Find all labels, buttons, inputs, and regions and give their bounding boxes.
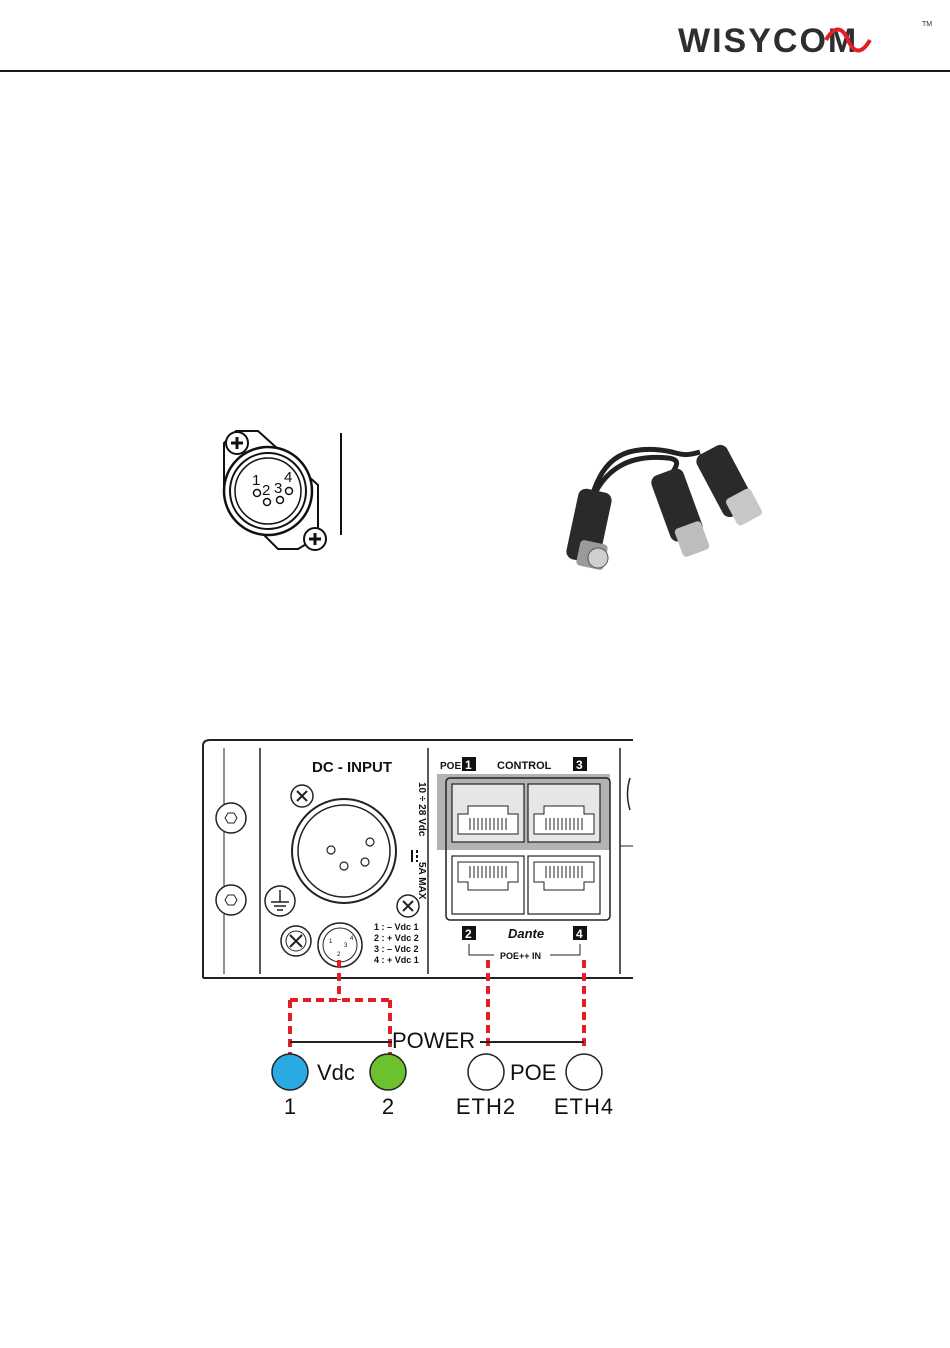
ethernet-port-1[interactable] — [452, 784, 524, 842]
logo-text: WISYCOM — [678, 22, 858, 60]
poe-label: POE — [440, 761, 461, 772]
dc-input-title: DC - INPUT — [312, 759, 392, 776]
xlr-pin — [327, 846, 335, 854]
pin-label: 3 — [274, 480, 282, 497]
dc-symbol-icon — [412, 850, 417, 862]
node-label: 2 — [382, 1094, 394, 1119]
rear-panel-diagram: DC - INPUT 10 ÷ 28 Vdc 5A MAX 1 2 3 4 1 … — [200, 738, 635, 983]
pin-4 — [286, 488, 293, 495]
ground-icon — [265, 886, 295, 916]
pinout-line: 2 : + Vdc 2 — [374, 933, 419, 943]
pin-label: 2 — [262, 482, 270, 499]
screw-icon — [281, 926, 311, 956]
pin-label: 1 — [252, 472, 260, 489]
pin-2 — [264, 499, 271, 506]
ethernet-port-2[interactable] — [452, 856, 524, 914]
power-label: POWER — [392, 1028, 475, 1053]
node-vdc-1 — [272, 1054, 308, 1090]
ethernet-port-3[interactable] — [528, 784, 600, 842]
mount-hole — [216, 803, 246, 833]
poe-group-label: POE — [510, 1060, 556, 1085]
pinout-line: 1 : – Vdc 1 — [374, 922, 419, 932]
xlr-socket-ring — [298, 805, 390, 897]
pin-1 — [254, 490, 261, 497]
wisycom-logo: WISYCOM TM — [676, 14, 936, 64]
control-label: CONTROL — [497, 760, 552, 772]
voltage-range: 10 ÷ 28 Vdc — [416, 782, 427, 837]
node-eth4 — [566, 1054, 602, 1090]
node-label: 1 — [284, 1094, 296, 1119]
mount-hole — [216, 885, 246, 915]
max-current: 5A MAX — [416, 862, 427, 900]
power-sources-diagram: POWER Vdc POE 1 2 ETH2 ETH4 — [250, 960, 650, 1125]
node-eth2 — [468, 1054, 504, 1090]
logo-trademark: TM — [922, 21, 932, 28]
pin-3 — [277, 497, 284, 504]
port-number: 1 — [465, 758, 472, 772]
node-vdc-2 — [370, 1054, 406, 1090]
port-number: 3 — [576, 758, 583, 772]
node-label: ETH4 — [554, 1094, 614, 1119]
node-label: ETH2 — [456, 1094, 516, 1119]
port-number: 2 — [465, 927, 472, 941]
panel-edge — [628, 778, 631, 810]
y-cable-image — [560, 432, 780, 572]
xlr-male-plug — [649, 466, 710, 558]
page-header: WISYCOM TM — [0, 0, 950, 72]
vdc-label: Vdc — [317, 1060, 355, 1085]
xlr-pin — [366, 838, 374, 846]
ethernet-port-4[interactable] — [528, 856, 600, 914]
xlr-male-plug — [694, 442, 764, 527]
xlr-pin — [340, 862, 348, 870]
voltage-rating-label: 10 ÷ 28 Vdc 5A MAX — [416, 782, 427, 900]
port-number: 4 — [576, 927, 583, 941]
xlr-female-plug — [565, 487, 613, 570]
xlr4-connector-diagram: 1 2 3 4 — [218, 425, 353, 555]
xlr-pin — [361, 858, 369, 866]
pin-label: 4 — [284, 469, 292, 486]
pinout-line: 3 : – Vdc 2 — [374, 944, 419, 954]
dante-logo: Dante — [508, 926, 544, 941]
header-rule — [0, 70, 950, 72]
